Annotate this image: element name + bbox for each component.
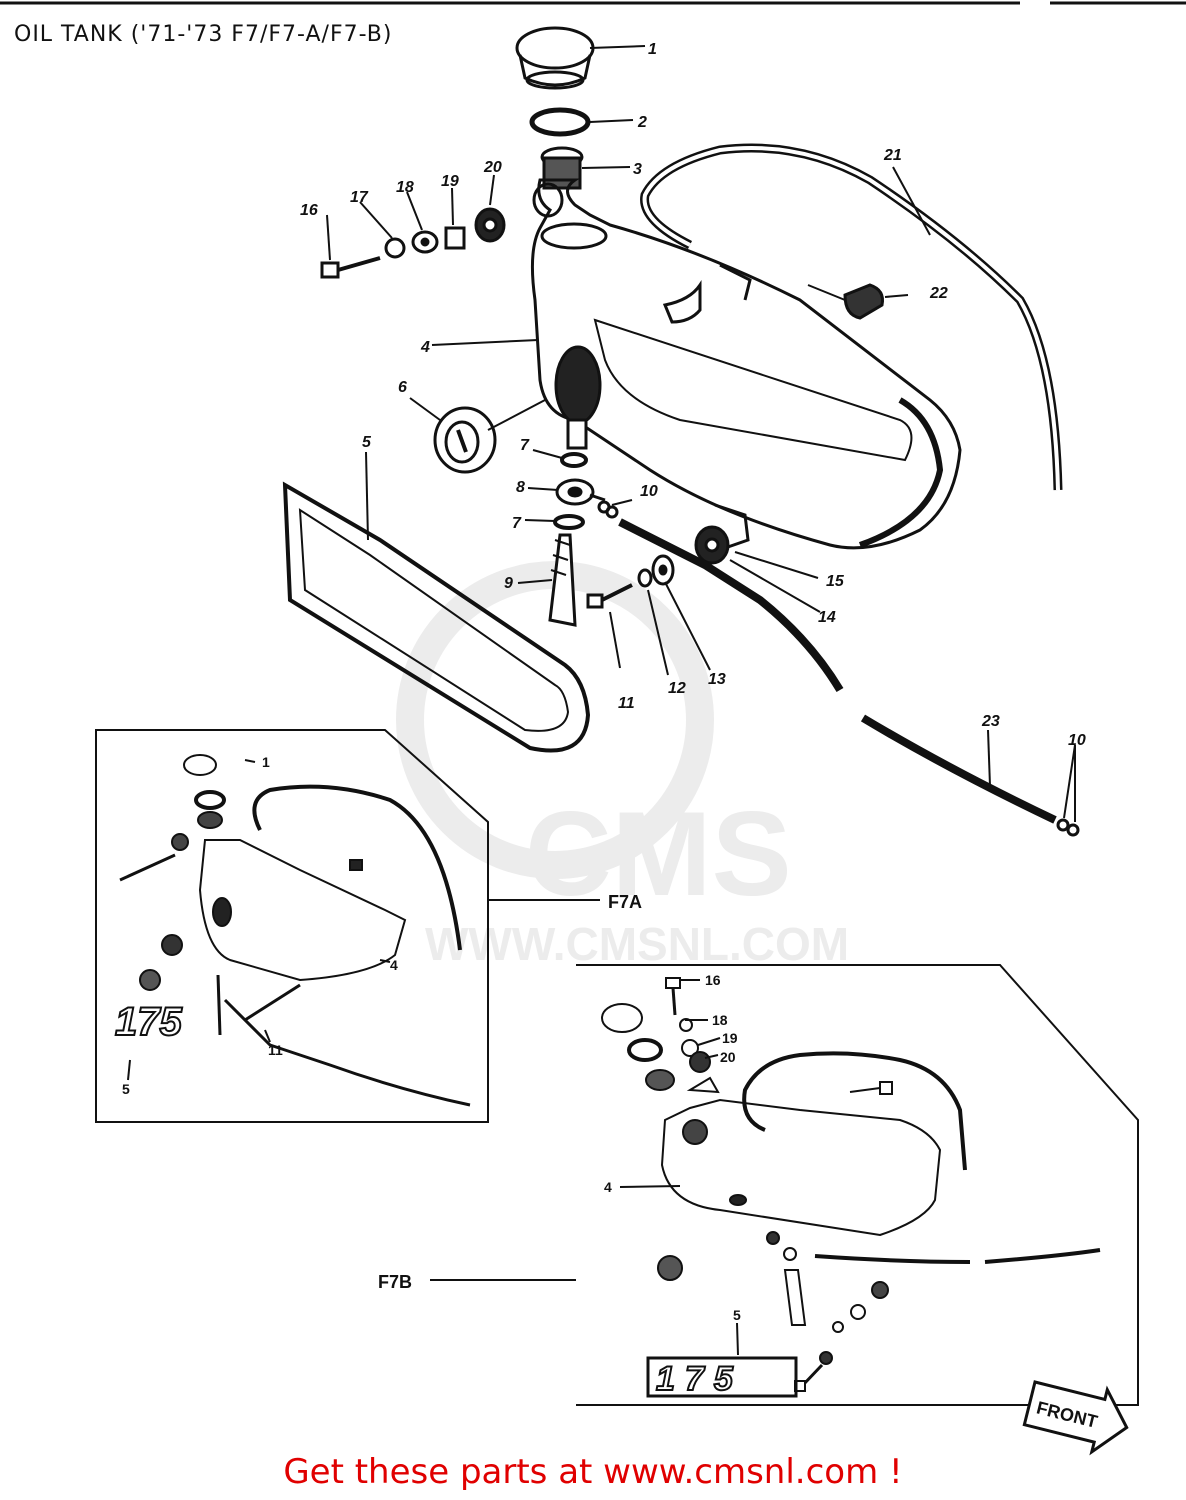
callout-23: 23 <box>981 713 1000 730</box>
main-oil-tank-view <box>282 26 1080 837</box>
banjo-fitting-part <box>548 452 606 627</box>
callout-12: 12 <box>668 680 686 697</box>
callout-7-lower: 7 <box>512 515 522 532</box>
side-cover-part <box>282 481 591 753</box>
hose-cap-part <box>843 283 884 320</box>
f7a-inset: F7A 175 1 <box>95 729 642 1123</box>
oil-tank-body <box>530 178 962 550</box>
main-callouts: 1 2 3 4 5 6 7 7 8 9 10 11 12 13 14 15 16… <box>300 41 1086 749</box>
gasket-part <box>529 107 591 137</box>
f7b-inset: F7B <box>378 964 1139 1406</box>
callout-9: 9 <box>504 575 513 592</box>
f7b-callout-5: 5 <box>733 1307 741 1323</box>
callout-5: 5 <box>362 434 372 451</box>
f7b-callout-20: 20 <box>720 1049 736 1065</box>
callout-10: 10 <box>640 483 658 500</box>
front-direction-arrow: FRONT <box>1022 1380 1129 1456</box>
callout-22: 22 <box>929 285 948 302</box>
oil-feed-hose-part <box>618 518 844 693</box>
f7a-callout-4: 4 <box>390 957 398 973</box>
callout-3: 3 <box>633 161 642 178</box>
callout-16: 16 <box>300 202 318 219</box>
callout-2: 2 <box>637 114 647 131</box>
callout-8: 8 <box>516 479 525 496</box>
watermark-brand: CMS <box>525 787 792 921</box>
callout-21: 21 <box>883 147 902 164</box>
callout-15: 15 <box>826 573 845 590</box>
footer-link-text: Get these parts at www.cmsnl.com ! <box>283 1452 903 1492</box>
emblem-175-f7a: 175 <box>115 1000 182 1044</box>
page-title: OIL TANK ('71-'73 F7/F7-A/F7-B) <box>14 22 393 47</box>
callout-13: 13 <box>708 671 726 688</box>
strainer-part <box>540 146 584 190</box>
breather-hose-part <box>640 143 1063 491</box>
callout-7-upper: 7 <box>520 437 530 454</box>
f7b-callout-19: 19 <box>722 1030 738 1046</box>
callout-20: 20 <box>483 159 502 176</box>
oil-cap-part <box>515 26 595 90</box>
callout-4: 4 <box>420 339 430 356</box>
callout-10-hose: 10 <box>1068 732 1086 749</box>
oil-hose-23-part <box>860 714 1057 824</box>
callout-18: 18 <box>396 179 414 196</box>
callout-14: 14 <box>818 609 836 626</box>
f7b-callout-4: 4 <box>604 1179 612 1195</box>
f7a-callout-1: 1 <box>262 754 270 770</box>
f7a-callout-5: 5 <box>122 1081 130 1097</box>
mount-bolt-part <box>586 525 730 609</box>
callout-11: 11 <box>618 695 635 712</box>
f7b-callout-18: 18 <box>712 1012 728 1028</box>
variant-label-f7b: F7B <box>378 1272 412 1292</box>
callout-6: 6 <box>398 379 407 396</box>
watermark-url: WWW.CMSNL.COM <box>425 918 849 970</box>
variant-label-f7a: F7A <box>608 892 642 912</box>
f7a-callout-11: 11 <box>268 1042 283 1058</box>
bolt-set-part <box>320 207 506 279</box>
f7b-callout-16: 16 <box>705 972 721 988</box>
callout-1: 1 <box>648 41 657 58</box>
watermark: CMS WWW.CMSNL.COM <box>396 561 849 970</box>
emblem-175-f7b: 175 <box>656 1360 743 1398</box>
grommet-part <box>433 406 497 474</box>
callout-17: 17 <box>350 189 369 206</box>
callout-19: 19 <box>441 173 459 190</box>
